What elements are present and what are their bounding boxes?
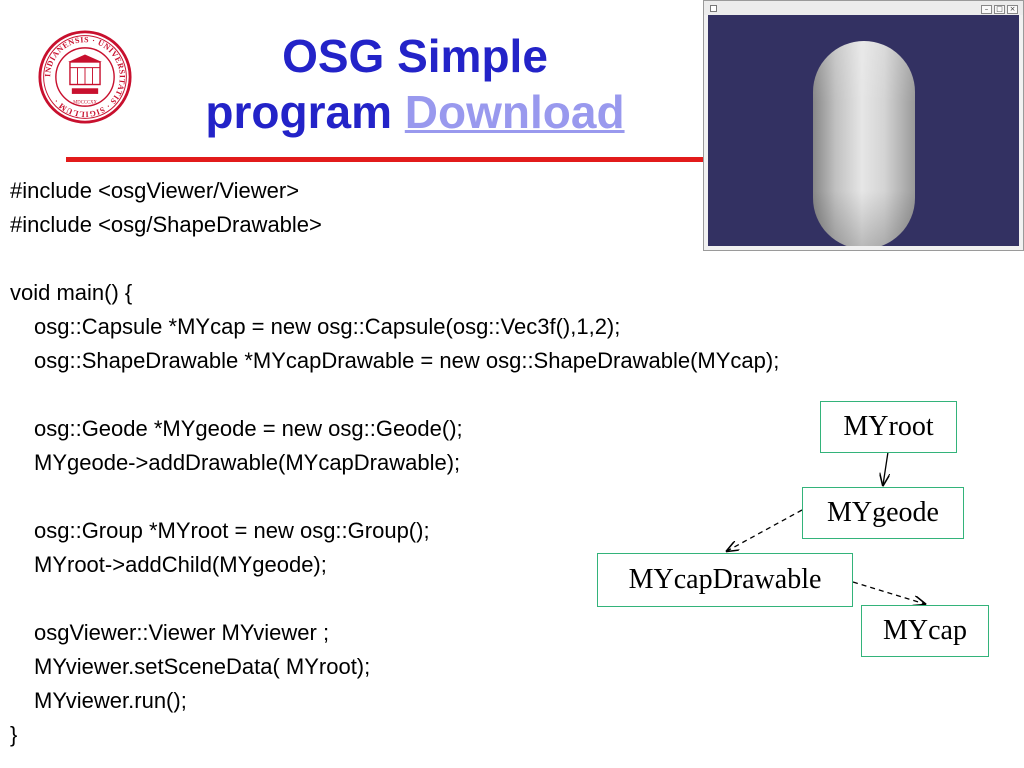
scene-node-geode: MYgeode [802,487,964,539]
code-line [10,378,779,412]
code-line: osg::Group *MYroot = new osg::Group(); [34,518,430,543]
minimize-icon[interactable]: – [981,5,992,14]
university-seal-logo: INDIANENSIS · UNIVERSITATIS · SIGILLUM ·… [38,30,132,124]
code-line: MYviewer.setSceneData( MYroot); [34,654,371,679]
scene-node-drawable: MYcapDrawable [597,553,853,607]
code-line: osg::ShapeDrawable *MYcapDrawable = new … [34,348,780,373]
code-line [10,242,779,276]
rendered-capsule [813,41,915,246]
title-divider [66,157,711,162]
code-listing: #include <osgViewer/Viewer> #include <os… [10,174,779,752]
code-line [10,480,779,514]
app-icon [710,5,717,12]
code-line: osg::Geode *MYgeode = new osg::Geode(); [34,416,463,441]
title-line-1: OSG Simple [282,30,548,82]
close-icon[interactable]: × [1007,5,1018,14]
code-line: } [10,722,18,747]
code-line: MYviewer.run(); [34,688,187,713]
code-line: #include <osgViewer/Viewer> [10,178,300,203]
slide-title: OSG Simple program Download [150,28,680,140]
edge-drawable-shape [852,581,925,604]
window-titlebar: – □ × [704,1,1023,15]
scene-node-shape: MYcap [861,605,989,657]
title-line-2: program [205,86,393,138]
edge-root-geode [883,451,888,485]
osg-viewer-window: – □ × [703,0,1024,251]
render-viewport[interactable] [708,15,1019,246]
code-line: osg::Capsule *MYcap = new osg::Capsule(o… [34,314,621,339]
code-line: osgViewer::Viewer MYviewer ; [34,620,330,645]
download-link[interactable]: Download [404,86,625,138]
code-line: void main() { [10,280,133,305]
maximize-icon[interactable]: □ [994,5,1005,14]
code-line: MYgeode->addDrawable(MYcapDrawable); [34,450,461,475]
svg-text:MDCCCXX: MDCCCXX [73,100,97,105]
code-line: #include <osg/ShapeDrawable> [10,212,322,237]
scene-node-root: MYroot [820,401,957,453]
code-line: MYroot->addChild(MYgeode); [34,552,327,577]
